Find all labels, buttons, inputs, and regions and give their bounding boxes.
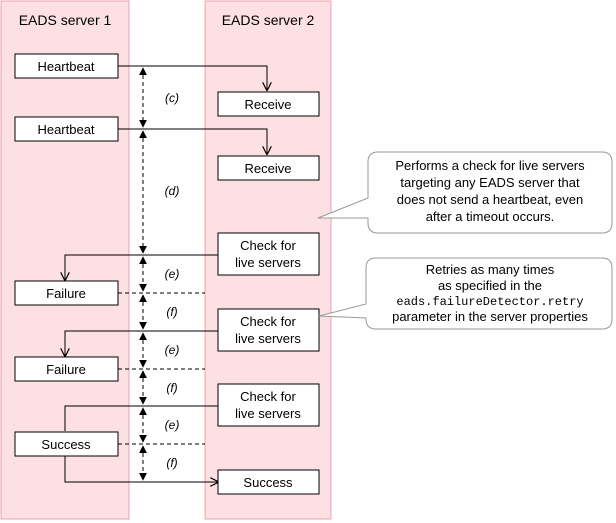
failure-box-1: Failure <box>14 280 119 306</box>
check-box-3-line1: Check for <box>240 389 296 404</box>
success-box-1-label: Success <box>41 437 91 452</box>
failure-box-2: Failure <box>14 356 119 382</box>
success1-to-success2-arrow <box>64 456 218 482</box>
receive-box-1-label: Receive <box>245 97 292 112</box>
check-box-3: Check for live servers <box>217 383 320 427</box>
callout-live-server-check: Performs a check for live servers target… <box>317 151 613 234</box>
heartbeat-box-1: Heartbeat <box>14 53 119 79</box>
lane-server1-title: EADS server 1 <box>19 12 112 28</box>
check1-to-failure1-arrow <box>65 254 218 280</box>
message-flows <box>64 65 267 482</box>
heartbeat1-to-receive1-arrow <box>118 65 267 90</box>
success-box-1: Success <box>14 431 119 457</box>
check-box-3-line2: live servers <box>235 406 301 421</box>
heartbeat-box-2: Heartbeat <box>14 116 119 142</box>
heartbeat-box-1-label: Heartbeat <box>37 59 94 74</box>
receive-box-2-label: Receive <box>245 161 292 176</box>
check-box-1-line2: live servers <box>235 255 301 270</box>
check-box-2-line2: live servers <box>235 331 301 346</box>
receive-box-2: Receive <box>217 155 320 181</box>
check-box-2-line1: Check for <box>240 314 296 329</box>
success-box-2: Success <box>217 469 320 495</box>
interval-d-label: (d) <box>165 184 180 198</box>
check2-to-failure2-arrow <box>65 330 218 356</box>
failure-box-1-label: Failure <box>46 286 86 301</box>
heartbeat2-to-receive2-arrow <box>118 128 267 154</box>
check-box-1-line1: Check for <box>240 238 296 253</box>
receive-box-1: Receive <box>217 91 320 117</box>
success-box-2-label: Success <box>243 475 293 490</box>
heartbeat-box-2-label: Heartbeat <box>37 122 94 137</box>
interval-f1-label: (f) <box>166 305 177 319</box>
interval-f2-label: (f) <box>166 381 177 395</box>
callout2-line2: as specified in the <box>438 278 542 293</box>
check-box-1: Check for live servers <box>217 232 320 276</box>
result-guides <box>118 292 205 445</box>
check-box-2: Check for live servers <box>217 308 320 352</box>
callout1-line4: after a timeout occurs. <box>426 209 555 224</box>
callout1-line1: Performs a check for live servers <box>395 158 585 173</box>
interval-c-label: (c) <box>165 91 179 105</box>
interval-e2-label: (e) <box>165 343 180 357</box>
callout-retry-setting: Retries as many times as specified in th… <box>318 257 613 330</box>
timing-intervals: (c) (d) (e) (f) (e) (f) (e) (f) <box>139 67 180 481</box>
callout2-code: eads.failureDetector.retry <box>396 295 583 309</box>
callout1-line2: targeting any EADS server that <box>400 175 580 190</box>
lane-server2-title: EADS server 2 <box>222 12 315 28</box>
interval-f3-label: (f) <box>166 456 177 470</box>
check3-to-success1-line <box>64 405 218 431</box>
callout1-line3: does not send a heartbeat, even <box>397 192 583 207</box>
callout2-line1: Retries as many times <box>426 262 555 277</box>
interval-e1-label: (e) <box>165 267 180 281</box>
callout2-line4: parameter in the server properties <box>392 309 588 324</box>
failure-box-2-label: Failure <box>46 362 86 377</box>
interval-e3-label: (e) <box>165 418 180 432</box>
